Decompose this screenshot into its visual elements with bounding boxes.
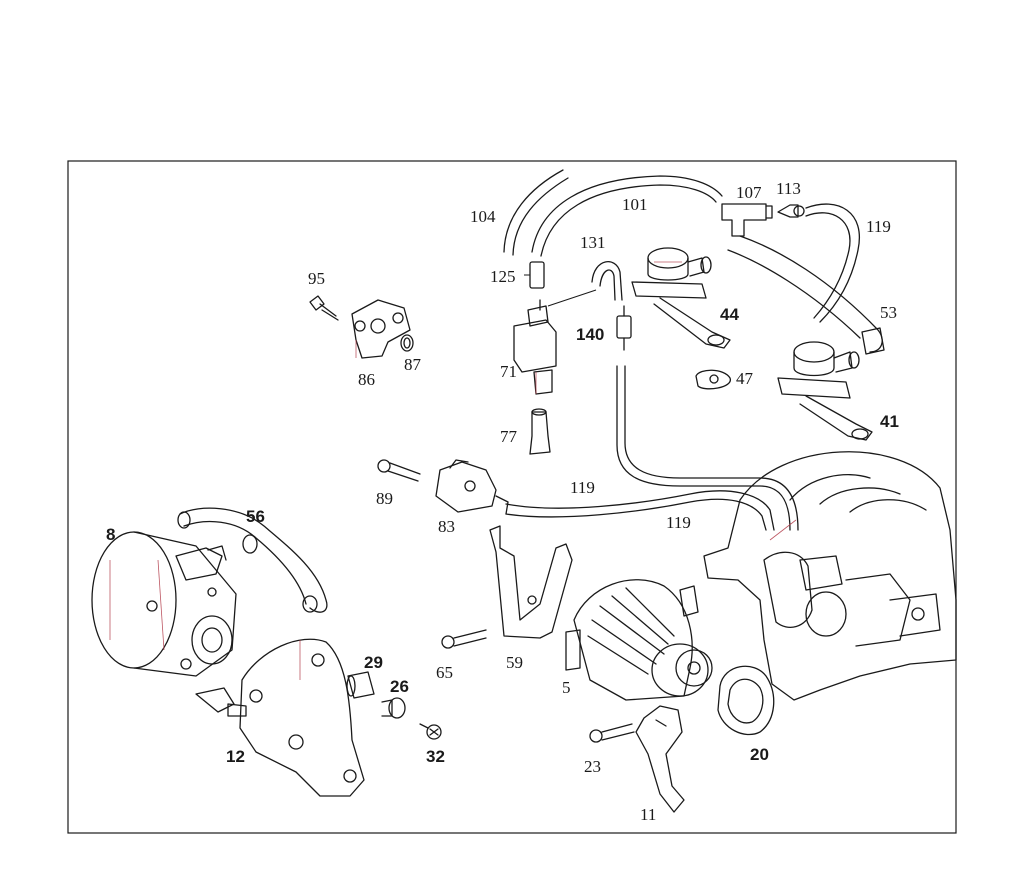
- label-29: 29: [364, 653, 383, 672]
- gasket-47: [695, 369, 731, 390]
- cap-77: [529, 408, 551, 455]
- spacer-29: [346, 671, 375, 699]
- label-87: 87: [404, 355, 422, 374]
- screw-32: [419, 723, 442, 740]
- tee-fitting-107: [721, 203, 773, 237]
- clamp-20: [717, 665, 775, 736]
- label-86: 86: [358, 370, 375, 389]
- hose-101: [531, 175, 723, 257]
- label-101: 101: [622, 195, 648, 214]
- check-valve-113: [777, 204, 805, 218]
- washer-26: [381, 697, 406, 719]
- label-113: 113: [776, 179, 801, 198]
- label-104: 104: [470, 207, 496, 226]
- label-140: 140: [576, 325, 604, 344]
- label-5: 5: [562, 678, 571, 697]
- sensor-83: [435, 459, 509, 515]
- label-26: 26: [390, 677, 409, 696]
- label-53: 53: [880, 303, 897, 322]
- vacuum-valve-41: [777, 341, 873, 441]
- solenoid-valve-71: [513, 289, 597, 395]
- label-11: 11: [640, 805, 656, 824]
- label-59: 59: [506, 653, 523, 672]
- label-77: 77: [500, 427, 518, 446]
- connector-125: [524, 261, 545, 289]
- sensor-86: [351, 299, 411, 359]
- air-pump-5: [565, 579, 713, 701]
- bolt-65: [441, 629, 487, 649]
- label-107: 107: [736, 183, 762, 202]
- o-ring-87: [400, 334, 414, 352]
- air-pump-8: [91, 531, 237, 677]
- diagram-frame: [67, 160, 957, 834]
- label-71: 71: [500, 362, 517, 381]
- hose-131: [591, 261, 623, 301]
- label-12: 12: [226, 747, 245, 766]
- bracket-11: [635, 705, 685, 813]
- hose-119-right: [805, 203, 860, 323]
- bracket-59: [489, 525, 573, 639]
- label-83: 83: [438, 517, 455, 536]
- bolt-89: [377, 459, 421, 482]
- hose-56: [177, 507, 328, 613]
- bolt-23: [589, 723, 635, 743]
- vacuum-valve-44: [631, 247, 731, 349]
- label-131: 131: [580, 233, 606, 252]
- intake-manifold: [703, 451, 957, 701]
- label-119-low: 119: [666, 513, 691, 532]
- filter-140: [616, 305, 632, 351]
- label-89: 89: [376, 489, 393, 508]
- label-56: 56: [246, 507, 265, 526]
- label-32: 32: [426, 747, 445, 766]
- label-20: 20: [750, 745, 769, 764]
- label-8: 8: [106, 525, 115, 544]
- label-47: 47: [736, 369, 754, 388]
- label-23: 23: [584, 757, 601, 776]
- label-65: 65: [436, 663, 453, 682]
- label-119-mid: 119: [570, 478, 595, 497]
- label-119-top: 119: [866, 217, 891, 236]
- label-44: 44: [720, 305, 739, 324]
- hose-119-lower: [505, 490, 775, 531]
- pump-bracket-12: [195, 638, 365, 797]
- hose-104: [503, 169, 569, 256]
- hose-119-center: [616, 365, 799, 531]
- hose-53: [727, 235, 885, 355]
- label-125: 125: [490, 267, 516, 286]
- label-95: 95: [308, 269, 325, 288]
- bolt-95: [309, 295, 339, 321]
- label-41: 41: [880, 412, 899, 431]
